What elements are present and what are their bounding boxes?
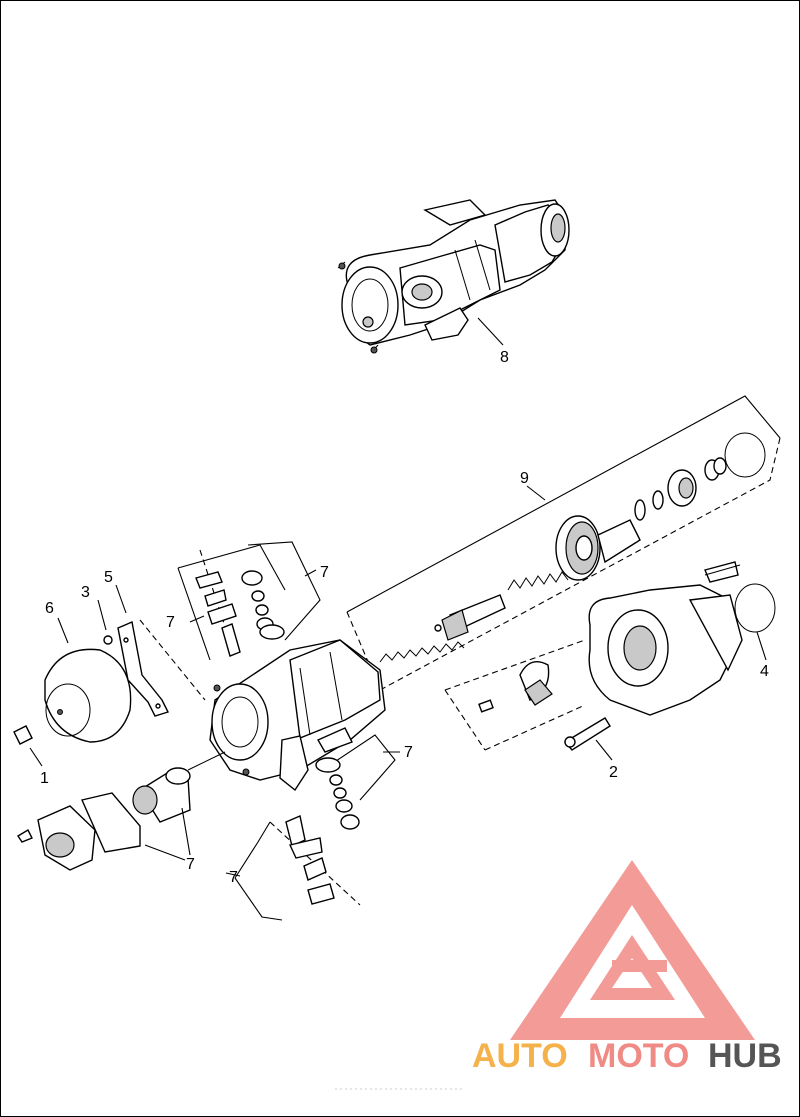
brush-kit-lower <box>225 734 400 921</box>
callout-4: 4 <box>760 663 769 680</box>
callout-7-lower-right: 7 <box>404 744 413 761</box>
brush-kit-upper <box>177 541 321 661</box>
callout-7-lower-left: 7 <box>229 869 238 886</box>
callout-7-solenoid: 7 <box>186 856 195 873</box>
callout-8: 8 <box>500 349 509 366</box>
callout-3: 3 <box>81 584 90 601</box>
callout-7-upper-left: 7 <box>166 614 175 631</box>
watermark-word-hub: HUB <box>708 1037 782 1075</box>
callout-5: 5 <box>104 569 113 586</box>
callout-7-upper-right: 7 <box>320 564 329 581</box>
watermark-word-moto: MOTO <box>588 1037 689 1075</box>
watermark-logo <box>510 860 755 1040</box>
solenoid-group <box>17 751 226 871</box>
drive-shaft-components <box>379 432 766 663</box>
bracket-5-and-nut-3 <box>97 584 206 717</box>
end-cover-6 <box>13 617 132 767</box>
watermark-word-auto: AUTO <box>472 1037 568 1075</box>
callout-9: 9 <box>520 470 529 487</box>
callout-1: 1 <box>40 770 49 787</box>
callout-6: 6 <box>45 600 54 617</box>
starter-assembly-8 <box>337 199 570 354</box>
motor-body <box>209 639 386 792</box>
drive-housing <box>444 561 776 761</box>
callout-2: 2 <box>609 764 618 781</box>
